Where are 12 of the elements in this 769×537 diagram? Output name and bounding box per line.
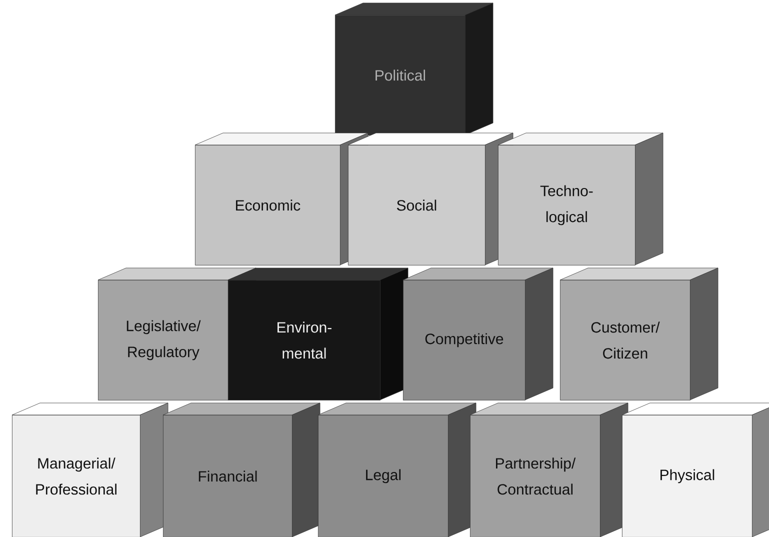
cube: Competitive (402, 268, 554, 400)
cube: Customer/ Citizen (560, 268, 718, 400)
cube: Partnership/ Contractual (470, 402, 628, 537)
cube: Techno- logical (498, 132, 664, 266)
cube: Environ- mental (228, 268, 408, 400)
cube: Political (334, 2, 494, 136)
cube: Social (348, 132, 514, 266)
cube: Managerial/ Professional (12, 402, 168, 537)
cube: Economic (194, 132, 368, 266)
cube: Legal (318, 402, 476, 537)
cube: Financial (162, 402, 320, 537)
cube: Physical (622, 402, 769, 537)
